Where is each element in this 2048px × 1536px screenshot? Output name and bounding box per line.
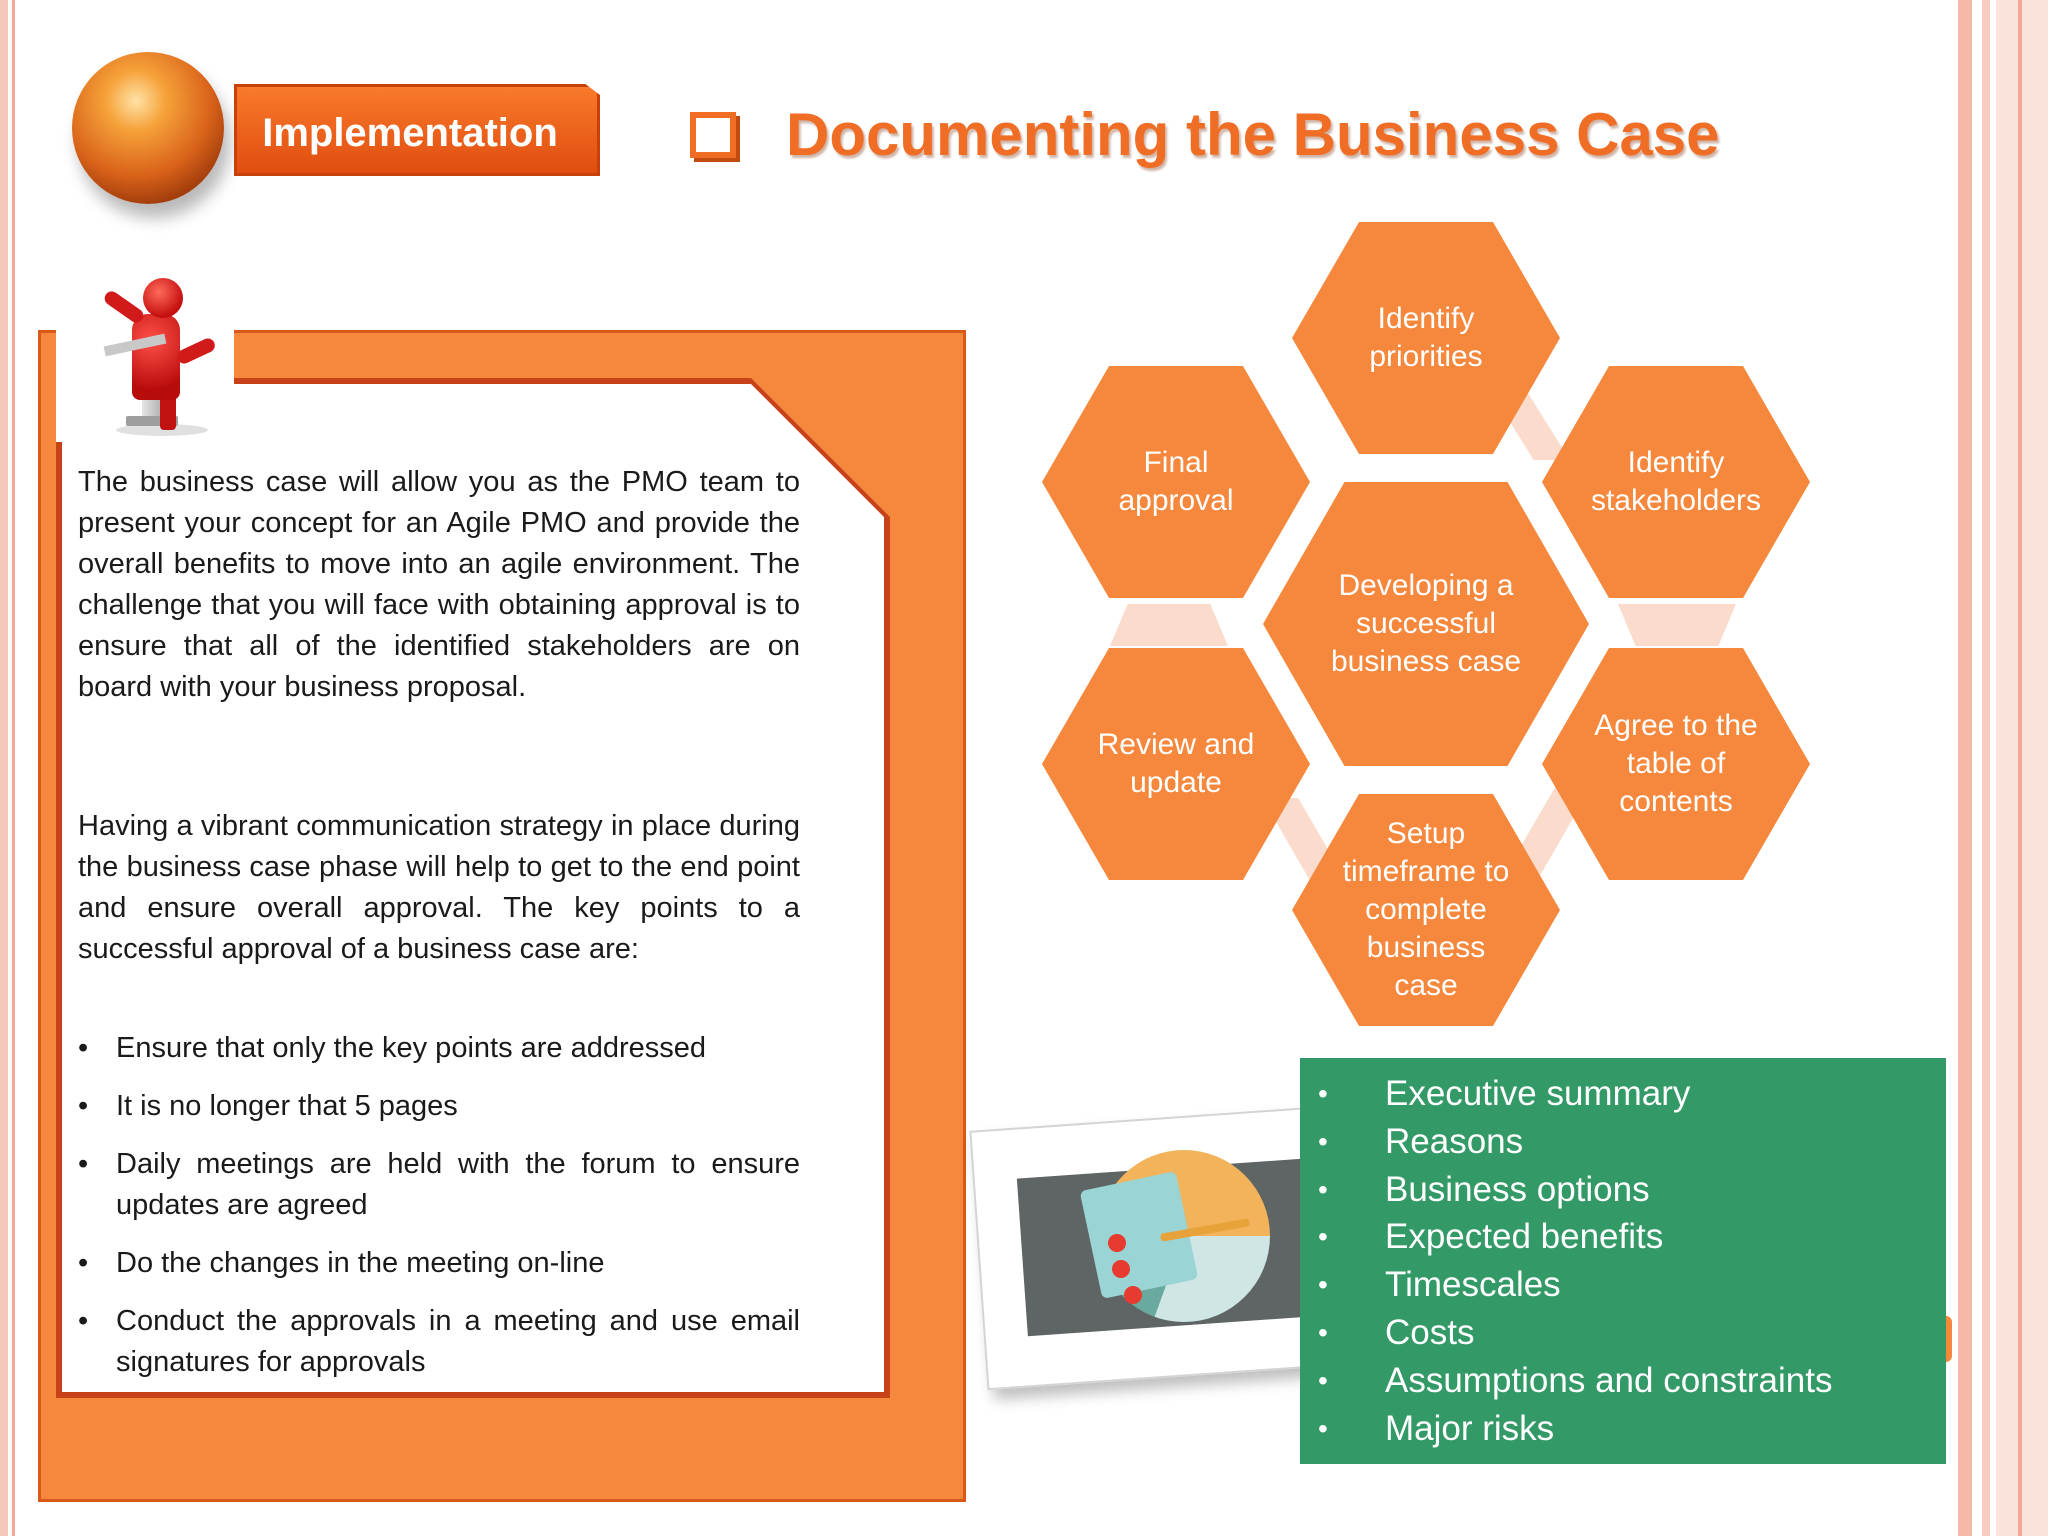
- list-item: • Conduct the approvals in a meeting and …: [78, 1301, 800, 1383]
- bullet-icon: •: [78, 1148, 89, 1180]
- connector-right: [1618, 604, 1736, 646]
- bullet-icon: •: [1318, 1412, 1328, 1444]
- section-label: Implementation: [262, 111, 558, 155]
- list-item: • Costs: [1318, 1309, 1832, 1357]
- right-border-stripe: [1958, 0, 1972, 1536]
- connector-left: [1110, 604, 1228, 646]
- list-item: • Major risks: [1318, 1405, 1832, 1453]
- list-item: • Assumptions and constraints: [1318, 1357, 1832, 1405]
- contents-item-text: Executive summary: [1385, 1074, 1691, 1113]
- list-item: • Do the changes in the meeting on-line: [78, 1243, 800, 1284]
- bullet-icon: •: [78, 1247, 89, 1279]
- intro-paragraph-1: The business case will allow you as the …: [78, 466, 800, 703]
- list-item: • Reasons: [1318, 1118, 1832, 1166]
- contents-item-text: Reasons: [1385, 1121, 1524, 1161]
- list-item: • Ensure that only the key points are add…: [78, 1028, 800, 1069]
- contents-box: [1300, 1058, 1946, 1464]
- left-border-line: [12, 0, 15, 1536]
- hex-step-4: Setup timeframe to complete business cas…: [1292, 794, 1560, 1026]
- list-item-text: Ensure that only the key points are addr…: [116, 1032, 707, 1064]
- contents-item-text: Assumptions and constraints: [1385, 1360, 1833, 1400]
- right-border-band: [1996, 0, 2048, 1536]
- list-item: • Daily meetings are held with the forum …: [78, 1144, 800, 1226]
- hex-step-6: Final approval: [1042, 366, 1310, 598]
- orange-sphere-icon: [72, 52, 224, 204]
- bullet-icon: •: [1318, 1316, 1328, 1348]
- list-item: • Expected benefits: [1318, 1213, 1832, 1261]
- list-item-text: Do the changes in the meeting on-line: [116, 1247, 605, 1279]
- intro-paragraph-2: Having a vibrant communication strategy …: [78, 810, 800, 965]
- section-tab: Implementation: [234, 84, 600, 176]
- checkbox-icon: [690, 112, 736, 158]
- bullet-icon: •: [1318, 1364, 1328, 1396]
- list-item: • Timescales: [1318, 1261, 1832, 1309]
- check-mark-icon: [1124, 1286, 1142, 1304]
- list-item: • Executive summary: [1318, 1070, 1832, 1118]
- contents-list: • Executive summary • Reasons • Business op…: [1318, 1070, 1832, 1452]
- list-item: • It is no longer that 5 pages: [78, 1086, 800, 1127]
- left-border-stripe: [0, 0, 8, 1536]
- bullet-icon: •: [78, 1090, 89, 1122]
- hex-step-3: Agree to the table of contents: [1542, 648, 1810, 880]
- hex-center: Developing a successful business case: [1263, 482, 1589, 766]
- podium-base: [126, 416, 178, 426]
- speaker-shadow: [116, 424, 208, 436]
- list-item-text: It is no longer that 5 pages: [116, 1090, 458, 1122]
- decorative-orange-edge: [1946, 1316, 1952, 1362]
- list-item-text: Conduct the approvals in a meeting and u…: [116, 1305, 800, 1378]
- bullet-icon: •: [78, 1305, 89, 1337]
- text-card: [62, 384, 884, 1392]
- contents-item-text: Costs: [1385, 1312, 1475, 1352]
- bullet-icon: •: [1318, 1221, 1328, 1253]
- hex-step-5: Review and update: [1042, 648, 1310, 880]
- contents-item-text: Business options: [1385, 1169, 1650, 1209]
- speaker-leg: [160, 392, 176, 430]
- speaker-head: [143, 278, 183, 318]
- key-points-list: • Ensure that only the key points are add…: [78, 1028, 800, 1400]
- hex-step-2: Identify stakeholders: [1542, 366, 1810, 598]
- right-border-line: [2018, 0, 2022, 1536]
- bullet-icon: •: [1318, 1078, 1328, 1109]
- list-item: • Business options: [1318, 1166, 1832, 1214]
- bullet-icon: •: [78, 1032, 89, 1064]
- list-item-text: Daily meetings are held with the forum t…: [116, 1148, 800, 1221]
- check-mark-icon: [1112, 1260, 1130, 1278]
- right-border-stripe-2: [1982, 0, 1990, 1536]
- bullet-icon: •: [1318, 1269, 1328, 1301]
- contents-item-text: Timescales: [1385, 1265, 1561, 1305]
- check-mark-icon: [1108, 1234, 1126, 1252]
- speaker-body: [132, 314, 180, 400]
- bullet-icon: •: [1318, 1125, 1328, 1157]
- contents-item-text: Major risks: [1385, 1408, 1555, 1448]
- page-title: Documenting the Business Case: [786, 101, 1720, 168]
- bullet-icon: •: [1318, 1173, 1328, 1205]
- contents-item-text: Expected benefits: [1385, 1217, 1664, 1257]
